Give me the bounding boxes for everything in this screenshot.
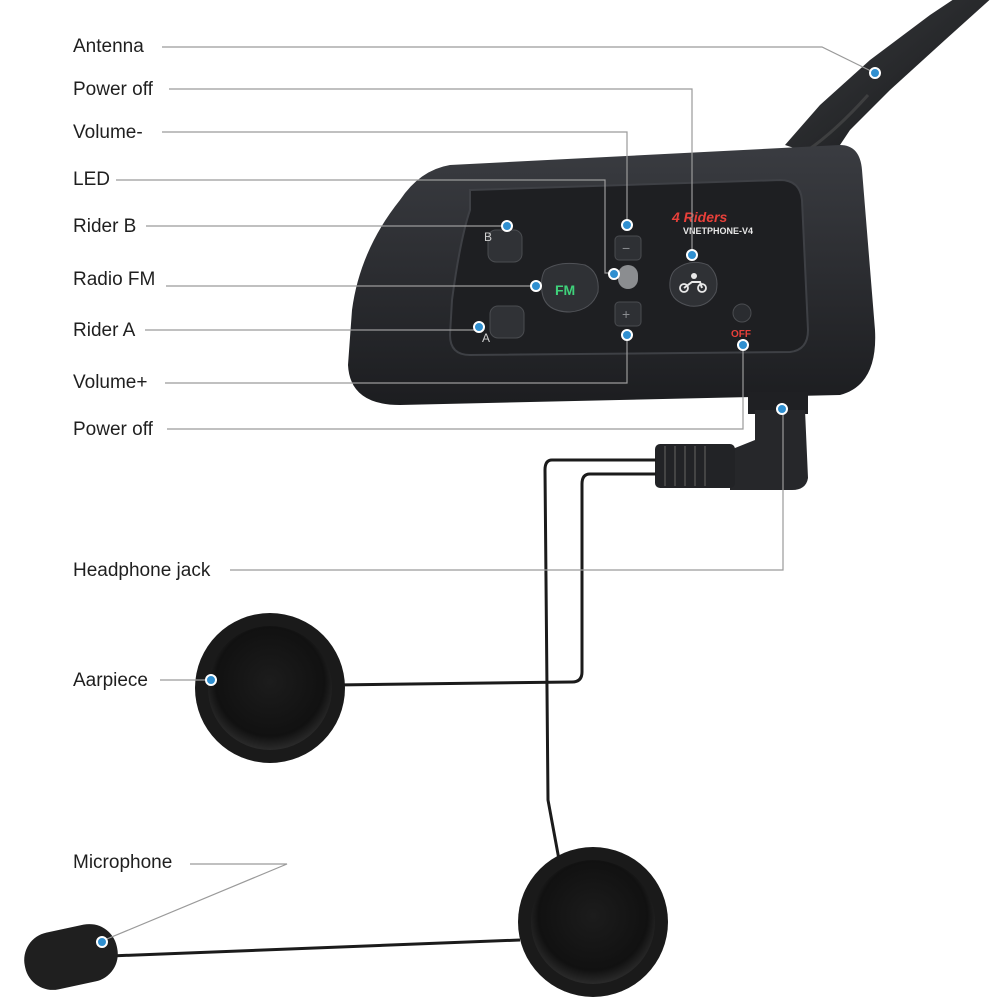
- label-antenna: Antenna: [73, 36, 144, 57]
- brand-label: 4 Riders: [671, 209, 727, 225]
- headphone-jack-connector: [655, 392, 808, 490]
- label-volume-plus: Volume+: [73, 372, 148, 393]
- off-label: OFF: [731, 329, 751, 340]
- fm-button[interactable]: [540, 262, 599, 313]
- motorbike-icon: [679, 273, 707, 293]
- volume-plus-key-label: +: [622, 306, 630, 322]
- cable-mic: [109, 938, 521, 958]
- led-indicator: [618, 265, 638, 289]
- rider-a-key-label: A: [482, 331, 490, 345]
- label-power-off-top: Power off: [73, 79, 153, 100]
- power-off-button[interactable]: [732, 303, 752, 323]
- earpiece-upper: [195, 613, 345, 763]
- label-led: LED: [73, 169, 110, 190]
- power-button[interactable]: [669, 261, 718, 307]
- leader-lines: [101, 46, 876, 942]
- fm-button-label: FM: [555, 282, 575, 298]
- label-radio-fm: Radio FM: [73, 269, 156, 290]
- label-power-off-bottom: Power off: [73, 419, 153, 440]
- label-microphone: Microphone: [73, 852, 173, 873]
- label-headphone-jack: Headphone jack: [73, 560, 211, 581]
- label-rider-b: Rider B: [73, 216, 137, 237]
- label-earpiece: Aarpiece: [73, 670, 148, 691]
- cable-upper: [543, 458, 656, 866]
- rider-b-key-label: B: [484, 230, 492, 244]
- label-volume-minus: Volume-: [73, 122, 143, 143]
- label-rider-a: Rider A: [73, 320, 136, 341]
- callout-dots: [96, 67, 881, 948]
- volume-minus-button[interactable]: [614, 235, 642, 261]
- rider-a-button[interactable]: [489, 305, 525, 339]
- cable-lower: [334, 472, 656, 687]
- model-label: VNETPHONE-V4: [683, 226, 753, 236]
- volume-minus-key-label: −: [622, 240, 630, 256]
- earpiece-lower: [518, 847, 668, 997]
- rider-b-button[interactable]: [487, 229, 523, 263]
- antenna: [785, 0, 990, 160]
- microphone: [24, 924, 118, 990]
- volume-plus-button[interactable]: [614, 301, 642, 327]
